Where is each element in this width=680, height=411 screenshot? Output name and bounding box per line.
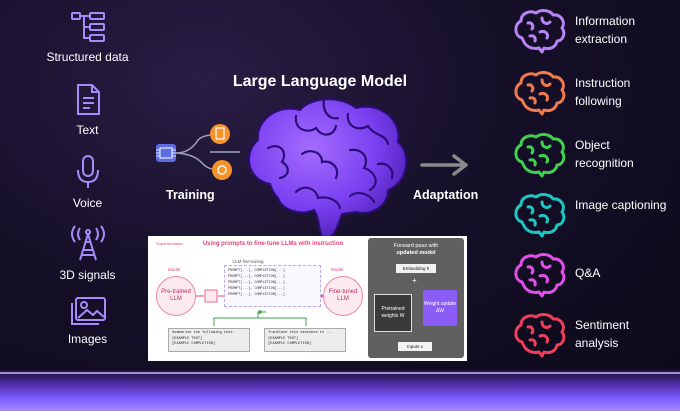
input-label: Text [76, 123, 99, 137]
example-box-summarize: Summarize the following text: [EXAMPLE T… [168, 328, 250, 352]
brain-outline-icon [514, 71, 566, 116]
task-object-recognition: Object recognition [512, 132, 672, 182]
weight-update-box: Weight update ΔW [423, 290, 457, 326]
brain-outline-icon [514, 133, 566, 178]
model-label-right: Model [331, 267, 344, 272]
forward-pass-panel: Forward pass with updated model Embeddin… [368, 238, 464, 358]
task-image-captioning: Image captioning [512, 192, 672, 242]
task-label: Information extraction [575, 14, 636, 46]
antenna-tower-icon [70, 225, 105, 261]
example-line: [EXAMPLE COMPLETION] [172, 342, 216, 346]
task-instruction-following: Instruction following [512, 70, 672, 120]
example-line: [EXAMPLE COMPLETION] [268, 342, 312, 346]
brain-outline-icon [514, 193, 566, 238]
adaptation-label: Adaptation [413, 188, 479, 202]
microphone-icon [76, 155, 99, 188]
task-label: Object recognition [575, 138, 634, 170]
model-label-left: Model [168, 267, 181, 272]
brand-label: SuperAnnotate [156, 241, 183, 246]
chip-icon [156, 144, 176, 162]
input-label: Images [67, 332, 108, 346]
example-box-translate: Translate this sentence to ... [EXAMPLE … [264, 328, 346, 352]
input-3d-signals: 3D signals [30, 224, 145, 282]
input-label: 3D signals [59, 268, 116, 282]
document-icon [76, 84, 100, 115]
example-branch [213, 310, 307, 326]
pretrained-llm-node: Pre-trained LLM [156, 276, 196, 316]
input-structured-data: Structured data [30, 10, 145, 64]
adaptation-arrow-icon [420, 154, 468, 176]
inputs-box: Inputs x [398, 342, 432, 351]
embedding-box: Embedding h [396, 264, 436, 273]
images-icon [70, 297, 106, 325]
task-qa: Q&A [512, 252, 672, 302]
task-label: Instruction following [575, 76, 631, 108]
input-text: Text [30, 83, 145, 137]
prompt-row: PROMPT[...], COMPLETION[...] [228, 269, 285, 273]
task-information-extraction: Information extraction [512, 8, 672, 58]
prompt-row: PROMPT[...], COMPLETION[...] [228, 293, 285, 297]
brain-outline-icon [514, 253, 566, 298]
prompt-row: PROMPT[...], COMPLETION[...] [228, 275, 285, 279]
plus-sign: + [412, 276, 417, 285]
prompt-row: PROMPT[...], COMPLETION[...] [228, 287, 285, 291]
brain-outline-icon [514, 313, 566, 358]
diagram-title: Large Language Model [232, 73, 408, 90]
input-images: Images [30, 296, 145, 346]
finetuned-llm-node: Fine-tuned LLM [323, 276, 363, 316]
example-line: [EXAMPLE TEXT] [172, 336, 203, 341]
llm-brain-icon [248, 98, 408, 242]
flowchart-icon [70, 12, 105, 42]
task-label: Image captioning [575, 198, 667, 212]
prompt-completion-box: PROMPT[...], COMPLETION[...] PROMPT[...]… [224, 265, 321, 307]
training-flow [156, 124, 240, 180]
input-voice: Voice [30, 154, 145, 210]
document-node-icon [210, 124, 230, 144]
pretrained-weights-box: Pretrained weights W [374, 294, 412, 332]
settings-node-icon [212, 160, 232, 180]
llm-finetuning-label: LLM fine-tuning [232, 259, 264, 264]
brain-outline-icon [514, 9, 566, 54]
bottom-glow-bar [0, 368, 680, 411]
task-sentiment-analysis: Sentiment analysis [512, 312, 672, 362]
prompt-row: PROMPT[...], COMPLETION[...] [228, 281, 285, 285]
forward-pass-title: Forward pass with updated model [393, 243, 439, 256]
example-line: Translate this sentence to ... [268, 331, 333, 335]
input-label: Structured data [46, 50, 129, 64]
glow-line [0, 372, 680, 374]
training-label: Training [166, 188, 215, 202]
panel-title: Using prompts to fine-tune LLMs with ins… [202, 241, 344, 247]
example-line: Summarize the following text: [172, 331, 235, 335]
example-line: [EXAMPLE TEXT] [268, 336, 299, 341]
input-label: Voice [72, 196, 103, 210]
task-label: Q&A [575, 266, 601, 280]
task-label: Sentiment analysis [575, 318, 630, 350]
